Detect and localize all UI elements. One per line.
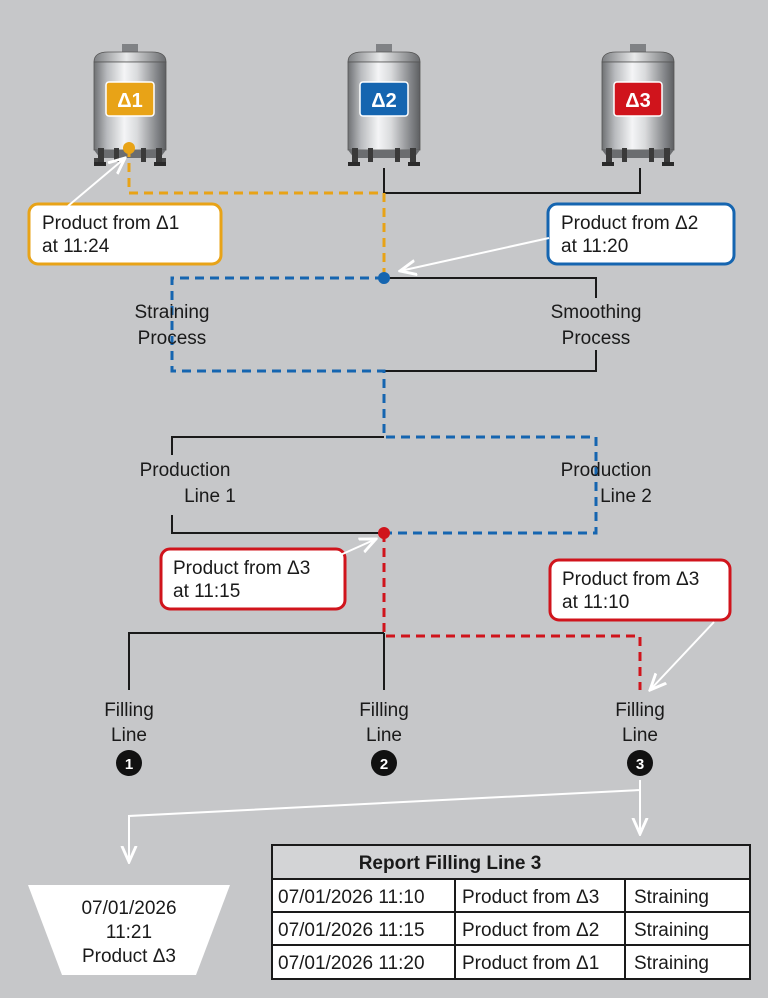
product-label-tag: 07/01/2026 11:21 Product Δ3 [28, 885, 230, 975]
tag-date: 07/01/2026 [81, 898, 176, 919]
row-1-timestamp: 07/01/2026 11:10 [278, 887, 425, 908]
row-1-product: Product from Δ3 [462, 887, 599, 908]
tank-2: Δ2 [347, 44, 421, 166]
row-2-product: Product from Δ2 [462, 920, 599, 941]
smoothing-label-2: Process [562, 328, 631, 349]
filling-line-2-label-1: Filling [359, 700, 409, 721]
arrow-delta3-filling [337, 539, 376, 557]
tank-2-label: Δ2 [371, 90, 397, 112]
tank-3-label: Δ3 [625, 90, 651, 112]
arrow-delta1 [67, 158, 125, 207]
table-row: 07/01/2026 11:15 Product from Δ2 Straini… [278, 920, 709, 941]
trace-delta1 [127, 148, 386, 278]
tank-2-badge [359, 81, 409, 117]
row-3-timestamp: 07/01/2026 11:20 [278, 953, 425, 974]
arrow-to-tag [129, 780, 641, 862]
filling-line-3-number: 3 [636, 756, 644, 773]
junction-delta2 [378, 272, 390, 284]
row-3-product: Product from Δ1 [462, 953, 599, 974]
filling-line-3: Filling Line 3 [615, 700, 665, 776]
smoothing-label-1: Smoothing [551, 302, 642, 323]
tank-1-badge [105, 81, 155, 117]
callout-delta1: Product from Δ1 at 11:24 [27, 202, 223, 266]
callout-delta3a-line2: at 11:15 [173, 581, 240, 602]
solid-flow-lines [128, 168, 641, 690]
callout-delta2-line2: at 11:20 [561, 236, 628, 257]
production-line2-label-1: Production [561, 460, 652, 481]
tank-3: Δ3 [601, 44, 675, 166]
production-line2-label-2: Line 2 [600, 486, 652, 507]
row-3-process: Straining [634, 953, 709, 974]
callout-delta3-line3: Product from Δ3 at 11:10 [548, 558, 732, 622]
trace-delta2 [170, 276, 598, 535]
filling-line-2: Filling Line 2 [359, 700, 409, 776]
junction-delta1 [123, 142, 135, 154]
report-table: Report Filling Line 3 07/01/2026 11:10 P… [271, 844, 751, 980]
row-1-process: Straining [634, 887, 709, 908]
filling-line-1-number: 1 [125, 756, 133, 773]
callout-delta3b-line2: at 11:10 [562, 592, 629, 613]
filling-line-1-label-2: Line [111, 725, 147, 746]
callout-delta1-line1: Product from Δ1 [42, 213, 179, 234]
tank-1-label: Δ1 [117, 90, 143, 112]
table-row: 07/01/2026 11:10 Product from Δ3 Straini… [278, 887, 709, 908]
arrow-delta2 [400, 237, 550, 271]
straining-label-1: Straining [135, 302, 210, 323]
production-line1-label-2: Line 1 [184, 486, 236, 507]
pointer-arrows [67, 158, 715, 862]
report-title: Report Filling Line 3 [359, 853, 542, 874]
filling-line-1: Filling Line 1 [104, 700, 154, 776]
callout-delta1-line2: at 11:24 [42, 236, 110, 257]
arrow-delta3-line3 [650, 621, 715, 690]
row-2-process: Straining [634, 920, 709, 941]
tank-1: Δ1 [93, 44, 167, 166]
callout-delta3b-line1: Product from Δ3 [562, 569, 699, 590]
tank-3-badge [613, 81, 663, 117]
junction-delta3 [378, 527, 390, 539]
filling-line-2-label-2: Line [366, 725, 402, 746]
filling-line-3-label-1: Filling [615, 700, 665, 721]
filling-line-1-label-1: Filling [104, 700, 154, 721]
callout-delta2-line1: Product from Δ2 [561, 213, 698, 234]
filling-line-3-label-2: Line [622, 725, 658, 746]
callout-delta3a-line1: Product from Δ3 [173, 558, 310, 579]
callout-delta3-filling: Product from Δ3 at 11:15 [159, 547, 347, 611]
row-2-timestamp: 07/01/2026 11:15 [278, 920, 425, 941]
table-row: 07/01/2026 11:20 Product from Δ1 Straini… [278, 953, 709, 974]
trace-delta3 [382, 533, 642, 690]
filling-line-2-number: 2 [380, 756, 388, 773]
callout-delta2: Product from Δ2 at 11:20 [546, 202, 736, 266]
production-line1-label-1: Production [140, 460, 231, 481]
straining-label-2: Process [138, 328, 207, 349]
tag-time: 11:21 [106, 922, 152, 943]
tag-product: Product Δ3 [82, 946, 176, 967]
